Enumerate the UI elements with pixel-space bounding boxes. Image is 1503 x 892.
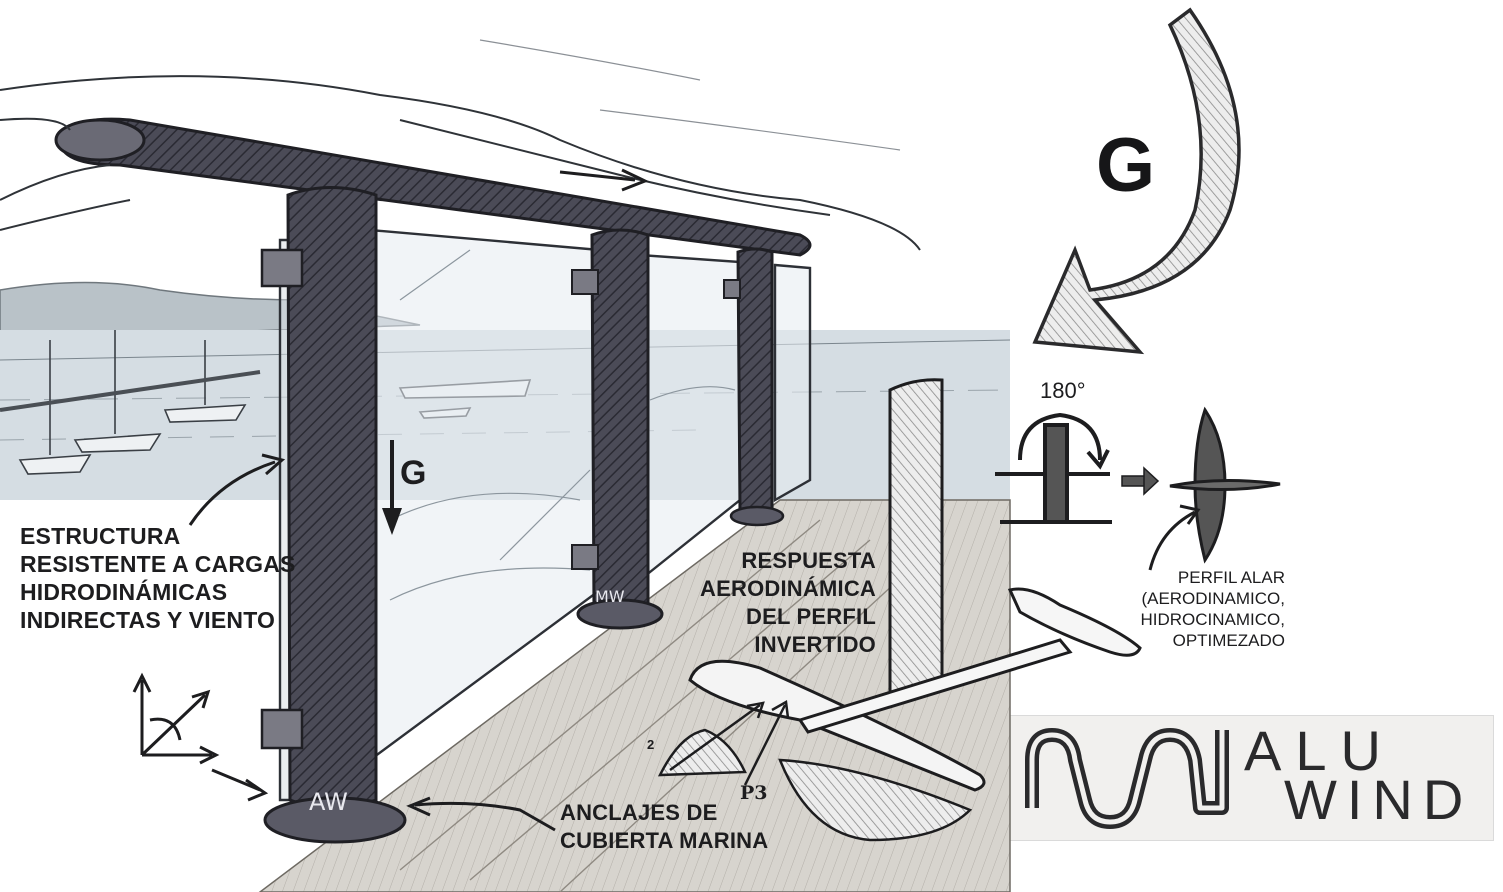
wind-arrow (560, 170, 645, 190)
pressure-label: P3 (740, 782, 768, 804)
wing-profile-label: PERFIL ALAR (AERODINAMICO, HIDROCINAMICO… (1141, 567, 1286, 651)
post-mark-main: AW (309, 788, 348, 816)
force-axes-icon (134, 676, 216, 763)
wing-profile-icon (1170, 410, 1280, 560)
gravity-large-label: G (1096, 128, 1155, 204)
structure-label: ESTRUCTURA RESISTENTE A CARGAS HIDRODINÁ… (20, 522, 296, 634)
rotation-degree-label: 180° (1040, 378, 1086, 404)
aero-response-label: RESPUESTA AERODINÁMICA DEL PERFIL INVERT… (700, 547, 876, 659)
anchors-label: ANCLAJES DE CUBIERTA MARINA (560, 799, 768, 855)
post-mark-middle: MW (595, 587, 625, 606)
gravity-small-label: G (400, 456, 426, 490)
transform-arrow (1122, 468, 1158, 494)
foil-mast (890, 380, 942, 700)
rotation-icon (995, 415, 1112, 522)
wing-profile-pointer (1150, 512, 1195, 570)
aluwind-logo-symbol (1032, 730, 1222, 822)
diagram-number-label: 2 (647, 737, 654, 752)
logo-text-wind: WIND (1284, 767, 1473, 832)
